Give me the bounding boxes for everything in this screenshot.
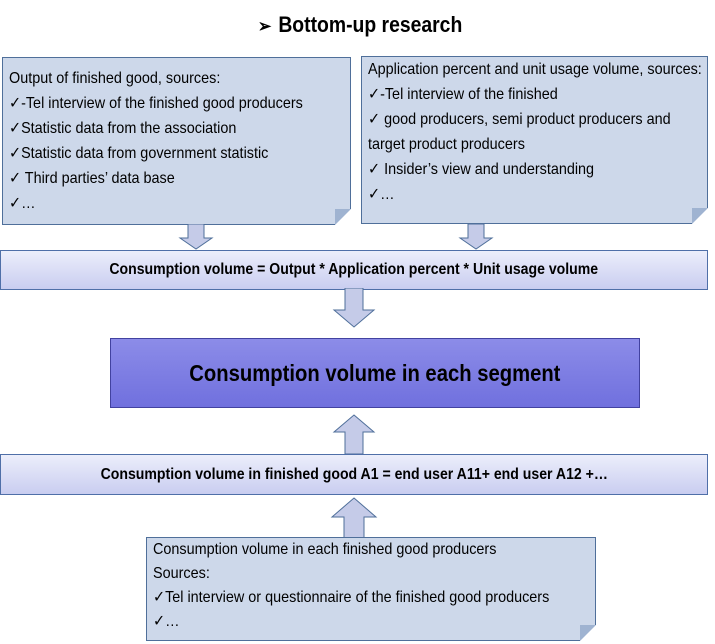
center-box-text: Consumption volume in each segment <box>189 360 561 386</box>
note-line: Output of finished good, sources: <box>9 70 221 87</box>
note-line: Consumption volume in each finished good… <box>153 541 497 558</box>
down-arrow-icon <box>458 224 494 250</box>
note-line: ✓Statistic data from government statisti… <box>9 145 269 162</box>
application-sources-note: Application percent and unit usage volum… <box>361 56 708 224</box>
title-text: Bottom-up research <box>278 12 463 37</box>
note-line: Sources: <box>153 565 210 582</box>
folded-corner-icon <box>580 625 596 641</box>
folded-corner-icon <box>335 209 351 225</box>
up-arrow-icon <box>332 414 376 454</box>
note-line: ✓… <box>368 186 395 203</box>
note-line: Application percent and unit usage volum… <box>368 61 702 78</box>
down-arrow-icon <box>332 288 376 328</box>
diagram-title: ➢ Bottom-up research <box>258 10 469 40</box>
note-line: ✓ Insider’s view and understanding <box>368 161 595 178</box>
note-line: ✓… <box>9 195 36 212</box>
down-arrow-icon <box>178 224 214 250</box>
up-arrow-icon <box>330 497 378 547</box>
formula-text: Consumption volume = Output * Applicatio… <box>109 261 599 278</box>
note-line: ✓Tel interview or questionnaire of the f… <box>153 589 550 606</box>
consumption-segment-box: Consumption volume in each segment <box>110 338 640 408</box>
note-line: ✓… <box>153 613 180 630</box>
producer-sources-note: Consumption volume in each finished good… <box>146 537 596 641</box>
note-line: target product producers <box>368 136 525 153</box>
note-line: ✓ Third parties’ data base <box>9 170 175 187</box>
arrow-bullet-icon: ➢ <box>258 16 272 36</box>
formula-bar: Consumption volume = Output * Applicatio… <box>0 250 708 290</box>
note-line: ✓Statistic data from the association <box>9 120 237 137</box>
output-sources-note: Output of finished good, sources: ✓-Tel … <box>2 57 351 225</box>
note-line: ✓-Tel interview of the finished <box>368 86 558 103</box>
segment-formula-text: Consumption volume in finished good A1 =… <box>100 466 608 483</box>
segment-formula-bar: Consumption volume in finished good A1 =… <box>0 454 708 495</box>
note-line: ✓ good producers, semi product producers… <box>368 111 671 128</box>
note-line: ✓-Tel interview of the finished good pro… <box>9 95 303 112</box>
folded-corner-icon <box>692 208 708 224</box>
